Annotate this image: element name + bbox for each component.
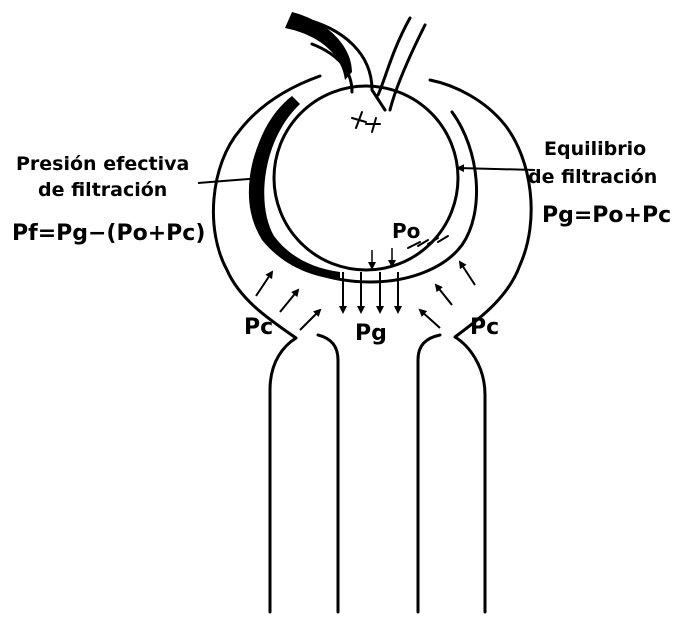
pc-left-arrow-2: [280, 290, 298, 312]
pc-left-arrow-3: [300, 310, 320, 330]
tubule-inner-wall-right: [418, 335, 440, 612]
bowman-capsule-outer-wall-right: [430, 80, 531, 612]
pc-left-label: Pc: [244, 315, 273, 340]
efferent-arteriole-outer: [378, 18, 410, 95]
pc-right-arrow-2: [436, 285, 452, 305]
left-title-line1: Presión efectiva: [16, 153, 189, 175]
effective-filtration-band: [250, 96, 340, 280]
tubule-inner-wall-left: [318, 335, 338, 612]
pg-label: Pg: [355, 321, 387, 346]
left-title-line2: de filtración: [38, 179, 167, 201]
pc-right-arrow-3: [420, 310, 440, 328]
right-title-line1: Equilibrio: [544, 138, 646, 160]
vessel-branch-marks: [352, 112, 380, 132]
right-leader-arrow: [458, 168, 535, 170]
right-title-line2: de filtración: [528, 166, 657, 188]
pc-right-label: Pc: [470, 315, 499, 340]
right-formula: Pg=Po+Pc: [542, 203, 671, 228]
left-formula: Pf=Pg−(Po+Pc): [12, 221, 205, 246]
pc-right-arrow-1: [460, 262, 475, 285]
pc-left-arrow-1: [256, 272, 272, 296]
po-label: Po: [392, 219, 420, 243]
